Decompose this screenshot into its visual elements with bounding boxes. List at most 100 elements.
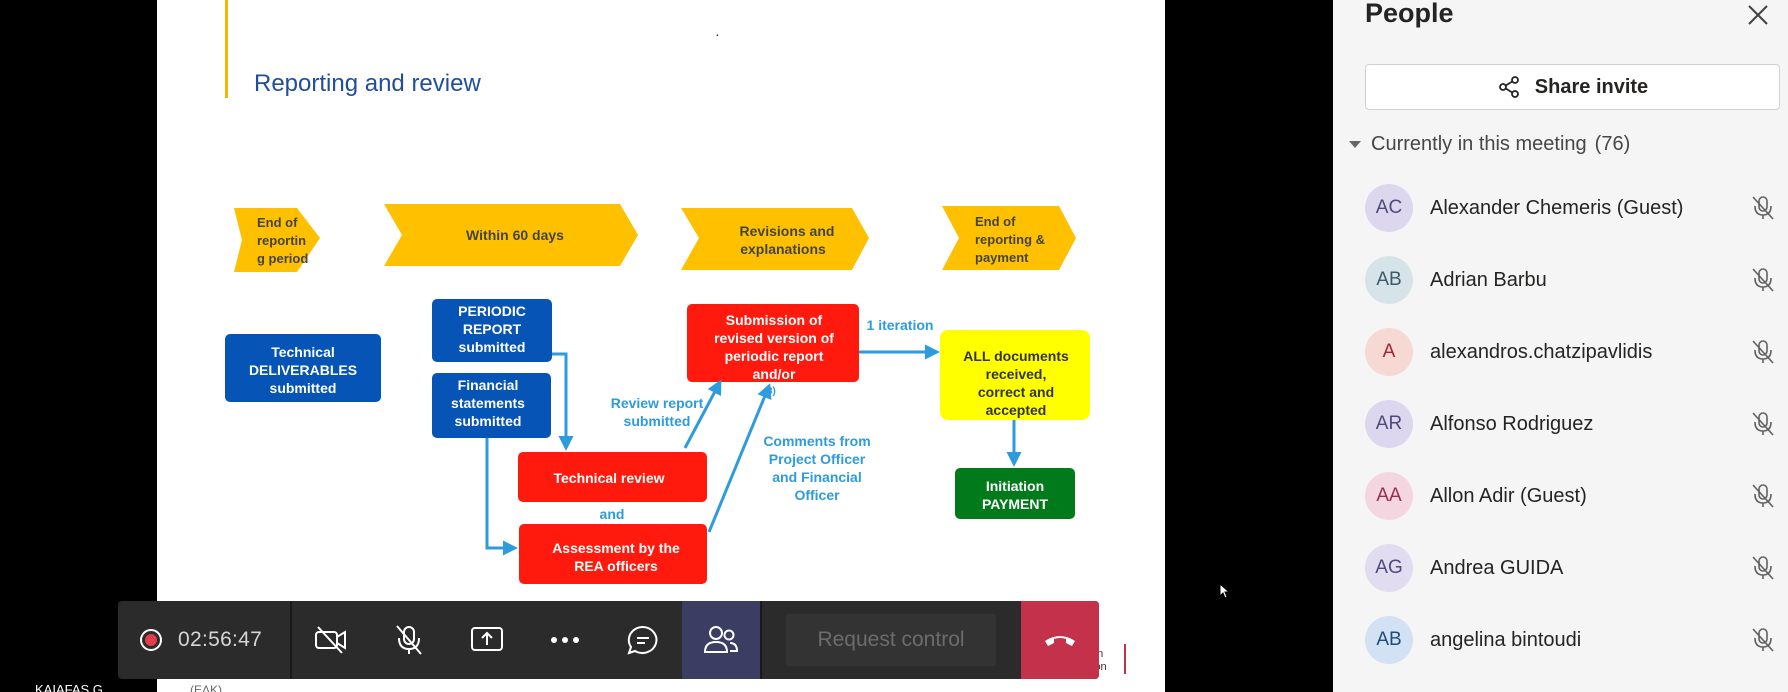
avatar: AG — [1365, 544, 1413, 592]
svg-text:ALL documents: ALL documents — [963, 348, 1069, 364]
svg-text:Submission of: Submission of — [726, 312, 823, 328]
people-button[interactable] — [682, 601, 760, 679]
share-invite-button[interactable]: Share invite — [1365, 64, 1780, 110]
svg-text:PAYMENT: PAYMENT — [982, 496, 1049, 512]
slide-diagram: . Reporting and review End of reportin g… — [225, 0, 1126, 674]
participant-name: Alexander Chemeris (Guest) — [1430, 196, 1684, 219]
participant-row[interactable]: AA Allon Adir (Guest) — [1333, 460, 1788, 532]
label-comments: Comments from Project Officer and Financ… — [763, 433, 870, 503]
svg-text:and/or: and/or — [753, 366, 796, 382]
svg-text:explanations: explanations — [740, 241, 826, 257]
more-icon — [551, 637, 579, 643]
svg-text:Officer: Officer — [794, 487, 840, 503]
more-actions-button[interactable] — [526, 601, 604, 679]
svg-text:REPORT: REPORT — [463, 321, 522, 337]
divider — [760, 601, 762, 679]
svg-text:g period: g period — [257, 251, 308, 266]
mic-muted-icon — [1748, 409, 1778, 439]
mouse-cursor-icon — [1219, 582, 1231, 604]
camera-toggle-button[interactable] — [292, 601, 370, 679]
slide-title: Reporting and review — [254, 70, 481, 97]
box-submission-revised: Submission of revised version of periodi… — [687, 304, 859, 382]
recording-dot-icon — [140, 629, 162, 651]
svg-text:statements: statements — [451, 395, 525, 411]
svg-text:correct and: correct and — [978, 384, 1054, 400]
chevron-end-of-reporting-period: End of reportin g period — [234, 208, 320, 272]
svg-text:submitted: submitted — [270, 380, 337, 396]
participant-name: Andrea GUIDA — [1430, 556, 1564, 579]
share-icon — [1498, 76, 1519, 98]
participant-row[interactable]: AC Alexander Chemeris (Guest) — [1333, 172, 1788, 244]
label-and: and — [600, 506, 625, 522]
chevron-end-of-reporting-and-payment: End of reporting & payment — [942, 206, 1076, 270]
mic-toggle-button[interactable] — [370, 601, 448, 679]
share-invite-label: Share invite — [1534, 75, 1649, 98]
presenter-name: KAIAFAS G — [35, 682, 103, 692]
mic-muted-icon — [1748, 553, 1778, 583]
people-icon — [703, 626, 739, 653]
divider — [290, 601, 292, 679]
mic-muted-icon — [1748, 265, 1778, 295]
diagram-arrows — [485, 344, 1022, 556]
chevron-within-60-days: Within 60 days — [384, 204, 638, 266]
svg-text:submitted: submitted — [624, 413, 691, 429]
box-technical-review: Technical review — [518, 452, 707, 502]
panel-title: People — [1365, 0, 1454, 28]
svg-text:REA officers: REA officers — [574, 558, 658, 574]
avatar: AB — [1365, 256, 1413, 304]
title-accent-bar — [225, 0, 228, 98]
svg-text:Project Officer: Project Officer — [769, 451, 866, 467]
label-review-report-submitted: Review report submitted — [611, 395, 704, 429]
participant-name: Allon Adir (Guest) — [1430, 484, 1587, 507]
avatar: AA — [1365, 472, 1413, 520]
share-screen-icon — [471, 627, 503, 651]
chat-button[interactable] — [604, 601, 682, 679]
svg-text:revised version of: revised version of — [714, 330, 834, 346]
recording-indicator: 02:56:47 — [118, 601, 290, 679]
participant-name: alexandros.chatzipavlidis — [1430, 340, 1653, 363]
request-control-button[interactable]: Request control — [786, 614, 996, 666]
mic-muted-icon — [1748, 337, 1778, 367]
svg-text:Initiation: Initiation — [986, 478, 1044, 494]
participant-row[interactable]: AB Adrian Barbu — [1333, 244, 1788, 316]
mic-muted-icon — [1748, 625, 1778, 655]
chat-icon — [627, 625, 658, 655]
svg-text:DELIVERABLES: DELIVERABLES — [249, 362, 357, 378]
avatar: AC — [1365, 184, 1413, 232]
svg-text:submitted: submitted — [455, 413, 522, 429]
svg-text:Revisions and: Revisions and — [740, 223, 835, 239]
people-panel: People Share invite Currently in this me… — [1333, 0, 1788, 692]
box-technical-deliverables: Technical DELIVERABLES submitted — [225, 334, 381, 402]
svg-text:Technical: Technical — [271, 344, 335, 360]
participant-name: Adrian Barbu — [1430, 268, 1547, 291]
svg-text:received,: received, — [986, 366, 1047, 382]
box-all-documents: ALL documents received, correct and acce… — [940, 330, 1090, 420]
section-label: Currently in this meeting — [1371, 133, 1587, 155]
svg-text:submitted: submitted — [459, 339, 526, 355]
avatar: AR — [1365, 400, 1413, 448]
mic-muted-icon — [1748, 481, 1778, 511]
participant-row[interactable]: AR Alfonso Rodriguez — [1333, 388, 1788, 460]
svg-text:reporting &: reporting & — [975, 232, 1045, 247]
share-screen-button[interactable] — [448, 601, 526, 679]
mic-off-icon — [396, 625, 422, 655]
close-icon[interactable] — [1747, 4, 1769, 31]
leave-button[interactable] — [1021, 601, 1099, 679]
svg-text:End of: End of — [975, 214, 1016, 229]
avatar: AB — [1365, 616, 1413, 664]
svg-text:Review report: Review report — [611, 395, 704, 411]
participant-name: Alfonso Rodriguez — [1430, 412, 1594, 435]
box-initiation-payment: Initiation PAYMENT — [955, 468, 1075, 519]
participant-row[interactable]: AG Andrea GUIDA — [1333, 532, 1788, 604]
avatar: A — [1365, 328, 1413, 376]
mic-muted-icon — [1748, 193, 1778, 223]
meeting-controls: 02:56:47 Request control — [118, 601, 1099, 679]
svg-text:Within 60 days: Within 60 days — [466, 227, 564, 243]
svg-text:and Financial: and Financial — [772, 469, 861, 485]
section-currently-in-meeting[interactable]: Currently in this meeting (76) — [1341, 133, 1630, 156]
meeting-timer: 02:56:47 — [178, 628, 263, 651]
svg-text:accepted: accepted — [986, 402, 1047, 418]
svg-text:periodic report: periodic report — [725, 348, 824, 364]
